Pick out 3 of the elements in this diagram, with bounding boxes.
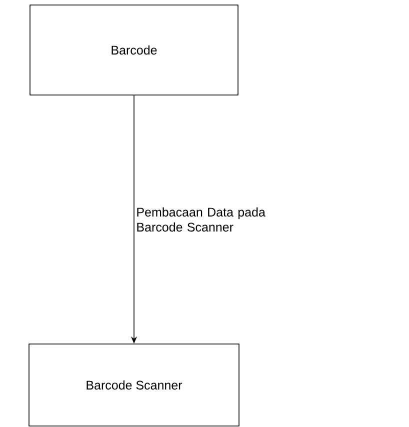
process-box: Barcode bbox=[30, 4, 238, 96]
process-box: Barcode Scanner bbox=[28, 344, 240, 426]
edge-label: Pembacaan Data pada Barcode Scanner bbox=[137, 207, 266, 232]
